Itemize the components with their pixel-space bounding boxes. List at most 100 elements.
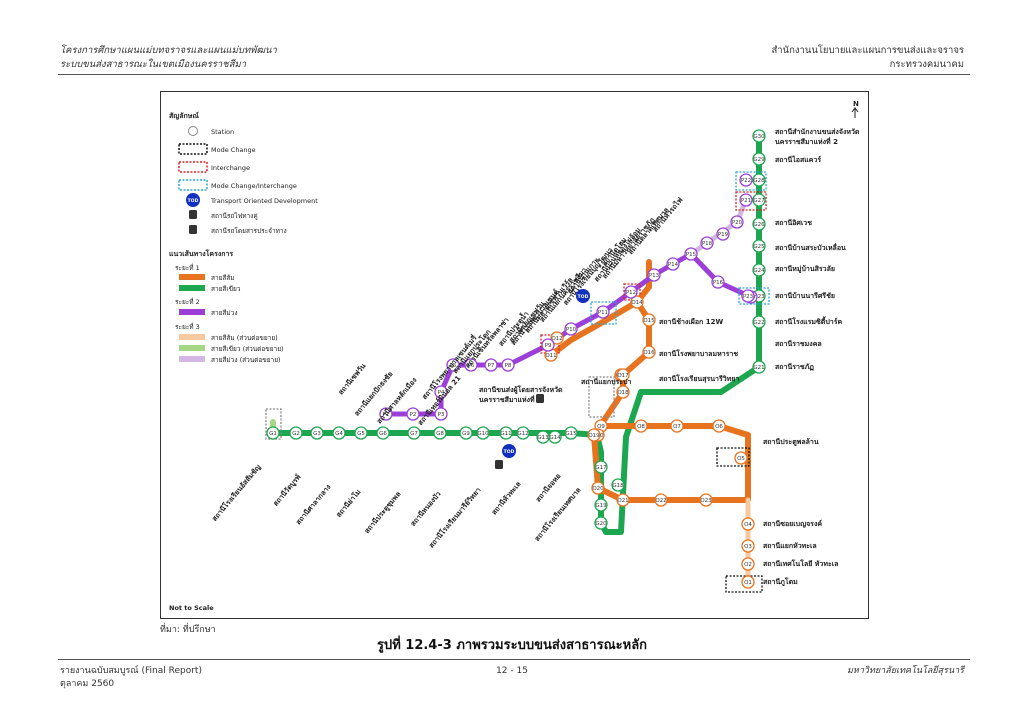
interchange-box-p9 — [540, 334, 560, 354]
station-code-g3: G3 — [313, 431, 321, 437]
station-code-p3: P3 — [438, 412, 445, 418]
legend-green-ext-swatch — [179, 345, 205, 351]
station-label-right-17: สถานีโรงเรียนสุรนารีวิทยา — [659, 374, 739, 383]
mode-change-box-p11 — [590, 301, 617, 325]
station-g22 — [752, 315, 766, 329]
station-code-o12: O12 — [551, 336, 562, 342]
station-p8 — [501, 358, 515, 372]
station-label-right-20: นครราชสีมาแห่งที่ 1 — [479, 394, 542, 404]
station-o17 — [616, 368, 630, 382]
station-label-right-7: สถานีโรงแรมซิตี้ปาร์ค — [775, 315, 842, 326]
station-g19 — [594, 498, 608, 512]
legend-tod-icon — [186, 193, 200, 207]
station-code-g4: G4 — [335, 431, 343, 437]
station-code-p12: P12 — [626, 290, 636, 296]
station-code-p2: P2 — [410, 412, 417, 418]
station-code-p19: P19 — [718, 232, 729, 238]
legend-orange-ext: สายสีส้ม (ส่วนต่อขยาย) — [211, 334, 278, 342]
station-code-g25: G25 — [753, 244, 765, 250]
legend-title: สัญลักษณ์ — [169, 111, 199, 120]
station-code-g30: G30 — [753, 134, 765, 140]
station-g17 — [594, 460, 608, 474]
station-code-g18: G18 — [612, 483, 624, 489]
station-code-g20: G20 — [595, 521, 607, 527]
station-code-p5: P5 — [450, 363, 457, 369]
station-code-o6: O6 — [715, 424, 723, 430]
station-o3 — [741, 539, 755, 553]
station-label-right-0: สถานีสำนักงานขนส่งจังหวัด — [775, 128, 860, 136]
station-g6 — [376, 426, 390, 440]
not-to-scale: Not to Scale — [169, 604, 214, 612]
station-g14 — [548, 430, 562, 444]
station-p21 — [739, 193, 753, 207]
station-o22 — [654, 493, 668, 507]
header-left: โครงการศึกษาแผนแม่บทจราจรและแผนแม่บทพัฒน… — [60, 44, 277, 72]
header-agency: สำนักงานนโยบายและแผนการขนส่งและจราจร — [771, 45, 964, 56]
station-code-g9: G9 — [462, 431, 470, 437]
station-p1 — [379, 407, 393, 421]
station-label-right-6: สถานีบ้านนารีศรีชัย — [775, 291, 835, 300]
station-code-g17: G17 — [595, 465, 607, 471]
tod-badge-central-text: TOD — [504, 449, 515, 455]
station-p2 — [406, 407, 420, 421]
station-code-o9: O9 — [597, 424, 605, 430]
station-code-g7: G7 — [410, 431, 418, 437]
station-code-g1: G1 — [269, 431, 277, 437]
station-label-diag-21: สถานีศาลากลาง — [294, 483, 332, 527]
station-g27 — [752, 193, 766, 207]
station-code-o19: O19 — [588, 433, 600, 439]
orange-line — [548, 299, 751, 503]
station-code-o15: O15 — [643, 318, 655, 324]
station-code-g22: G22 — [753, 320, 764, 326]
station-o21 — [616, 493, 630, 507]
station-code-g29: G29 — [753, 157, 765, 163]
station-o1 — [741, 575, 755, 589]
legend-rail-station-icon — [189, 210, 197, 219]
station-g26 — [752, 217, 766, 231]
legend-tod: Transport Oriented Development — [210, 197, 318, 205]
station-code-g5: G5 — [357, 431, 365, 437]
station-label-right-2: สถานีไอสแควร์ — [775, 155, 821, 164]
legend-green-swatch — [179, 285, 205, 291]
station-label-right-18: สถานีแยกประปา — [581, 378, 631, 386]
station-g20 — [594, 516, 608, 530]
station-code-g27: G27 — [753, 198, 765, 204]
legend-green-ext: สายสีเขียว (ส่วนต่อขยาย) — [211, 345, 284, 353]
legend-purple-swatch — [179, 309, 205, 315]
station-code-p1: P1 — [383, 412, 390, 418]
station-label-right-12: สถานีแยกหัวทะเล — [763, 542, 817, 550]
legend-station: Station — [211, 128, 234, 136]
station-code-p10: P10 — [566, 327, 577, 333]
station-label-diag-18: สถานีหัวรถไฟ — [650, 195, 684, 233]
footer-rule — [58, 659, 970, 660]
station-markers: G1G2G3G4G5G6G7G8G9G10G11G12G13G14G15G16G… — [266, 129, 766, 589]
interchange-box-p21 — [735, 191, 767, 211]
interchange-box-p22 — [735, 171, 767, 191]
station-code-o3: O3 — [744, 544, 752, 550]
station-code-p6: P6 — [468, 363, 475, 369]
station-code-o17: O17 — [617, 373, 629, 379]
station-g18 — [611, 478, 625, 492]
station-code-g12: G12 — [517, 431, 528, 437]
legend-station-icon — [188, 126, 198, 136]
station-code-o23: O23 — [700, 498, 712, 504]
footer-university: มหาวิทยาลัยเทคโนโลยีสุรนารี — [846, 666, 964, 676]
station-p5 — [446, 358, 460, 372]
station-p23 — [741, 289, 755, 303]
station-code-p4: P4 — [438, 390, 445, 396]
station-o7 — [670, 419, 684, 433]
legend-green: สายสีเขียว — [211, 285, 241, 293]
station-code-o5: O5 — [737, 456, 745, 462]
legend-bus-terminal-icon — [189, 225, 197, 234]
station-p6 — [464, 358, 478, 372]
legend-phase3: ระยะที่ 3 — [175, 322, 200, 331]
station-label-right-14: สถานีภูโตม — [763, 577, 798, 587]
legend-mode-change-icon — [178, 143, 208, 155]
station-code-o16: O16 — [643, 350, 655, 356]
station-code-p21: P21 — [741, 198, 751, 204]
transit-map-figure: N สัญลักษณ์ Station Mode Change Intercha… — [160, 91, 869, 619]
station-p13 — [647, 268, 661, 282]
transit-network-map: N สัญลักษณ์ Station Mode Change Intercha… — [169, 100, 860, 612]
station-code-o1: O1 — [744, 580, 752, 586]
station-code-g15: G15 — [565, 431, 577, 437]
